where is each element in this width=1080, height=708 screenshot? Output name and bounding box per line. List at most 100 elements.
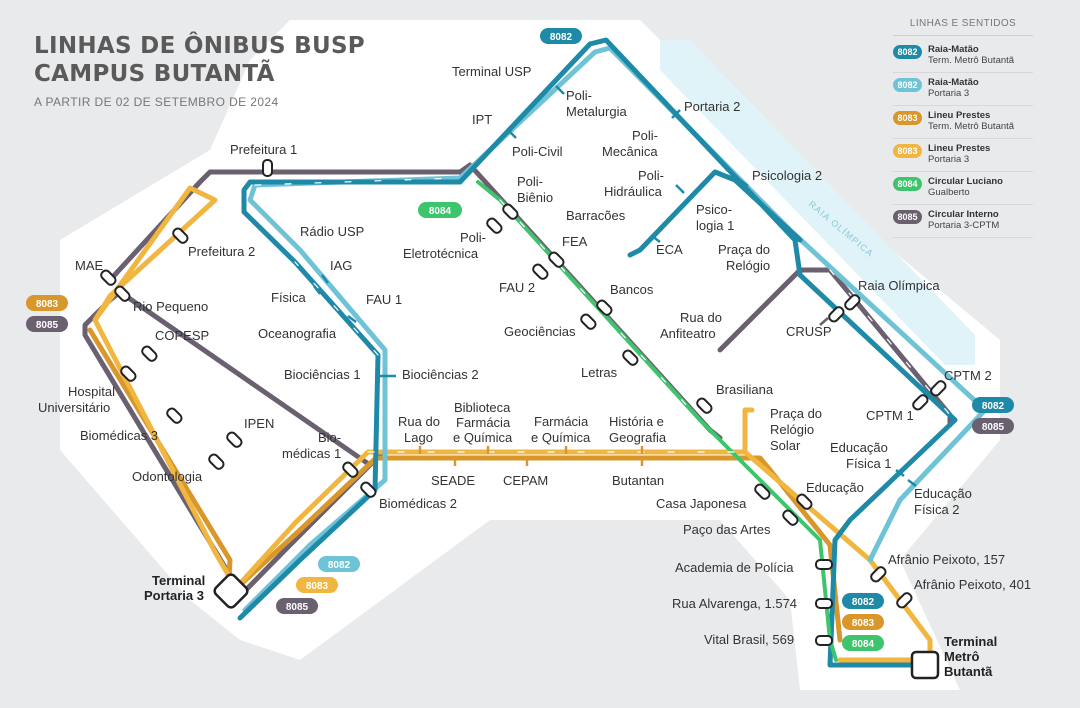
- stop-marker[interactable]: [100, 269, 118, 287]
- stop-marker[interactable]: [844, 294, 862, 312]
- legend-badge: 8083: [893, 111, 922, 125]
- stop-marker[interactable]: [815, 635, 833, 646]
- stop-marker[interactable]: [622, 349, 640, 367]
- stop-marker[interactable]: [896, 592, 914, 610]
- stop-label: Rua do: [680, 310, 722, 325]
- terminal-label: Terminal: [944, 634, 997, 649]
- terminal-label: Portaria 3: [144, 588, 204, 603]
- stop-marker[interactable]: [114, 285, 132, 303]
- stop-marker[interactable]: [815, 598, 833, 609]
- stop-label: Prefeitura 2: [188, 244, 255, 259]
- stop-label: FAU 1: [366, 292, 402, 307]
- legend-line-name: Circular Luciano: [928, 176, 1003, 187]
- stop-marker[interactable]: [120, 365, 138, 383]
- stop-label: Poli-Civil: [512, 144, 563, 159]
- stop-marker[interactable]: [696, 397, 714, 415]
- stop-labels: Terminal USP Poli- Metalurgia IPT Poli-C…: [38, 64, 1031, 647]
- stop-label: ECA: [656, 242, 683, 257]
- stop-marker[interactable]: [208, 453, 226, 471]
- legend-direction: Gualberto: [928, 187, 970, 198]
- stop-label: Barracões: [566, 208, 626, 223]
- stop-label: Terminal USP: [452, 64, 531, 79]
- stop-label: Portaria 2: [684, 99, 740, 114]
- stop-ticks-gray: [719, 317, 829, 351]
- stop-label: Relógio: [770, 422, 814, 437]
- stop-marker[interactable]: [580, 313, 598, 331]
- stop-label: Afrânio Peixoto, 157: [888, 552, 1005, 567]
- legend-direction: Portaria 3-CPTM: [928, 220, 1000, 231]
- stop-marker[interactable]: [226, 431, 244, 449]
- stop-label: Física: [271, 290, 306, 305]
- stop-marker[interactable]: [828, 306, 846, 324]
- tag-text: 8083: [36, 299, 59, 310]
- tag-text: 8082: [852, 597, 875, 608]
- route-direction-marks: [254, 177, 951, 453]
- stop-label: Rio Pequeno: [133, 299, 208, 314]
- stop-label: Anfiteatro: [660, 326, 716, 341]
- stop-label: Biomédicas 2: [379, 496, 457, 511]
- stop-marker[interactable]: [596, 299, 614, 317]
- tag-text: 8083: [306, 581, 329, 592]
- legend-direction: Term. Metrô Butantã: [928, 55, 1015, 66]
- title-line-2: CAMPUS BUTANTÃ: [34, 61, 275, 87]
- stop-marker[interactable]: [532, 263, 550, 281]
- stop-label: Rua do: [398, 414, 440, 429]
- stop-label: MAE: [75, 258, 104, 273]
- stop-label: Paço das Artes: [683, 522, 771, 537]
- stop-marker[interactable]: [796, 493, 814, 511]
- stop-label: Poli-: [517, 174, 543, 189]
- tag-text: 8084: [429, 206, 452, 217]
- terminal-label: Butantã: [944, 664, 993, 679]
- stop-marker[interactable]: [502, 203, 520, 221]
- legend-badge: 8082: [893, 45, 922, 59]
- legend-direction: Portaria 3: [928, 88, 970, 99]
- terminal-portaria-3-marker[interactable]: [213, 573, 250, 610]
- terminal-label: Metrô: [944, 649, 979, 664]
- route-8082-metro-line: [237, 37, 958, 668]
- stop-marker[interactable]: [782, 509, 800, 527]
- stop-marker[interactable]: [172, 227, 190, 245]
- stop-label: Raia Olímpica: [858, 278, 940, 293]
- stop-marker[interactable]: [486, 217, 504, 235]
- terminal-metro-butanta-marker[interactable]: [910, 650, 940, 680]
- stop-marker[interactable]: [141, 345, 159, 363]
- stop-label: Psicologia 2: [752, 168, 822, 183]
- stop-label: logia 1: [696, 218, 734, 233]
- map-subtitle: A PARTIR DE 02 DE SETEMBRO DE 2024: [34, 95, 279, 109]
- stop-marker[interactable]: [754, 483, 772, 501]
- stop-marker[interactable]: [262, 159, 273, 177]
- stop-label: Brasiliana: [716, 382, 774, 397]
- stop-marker[interactable]: [360, 481, 378, 499]
- stop-label: FEA: [562, 234, 588, 249]
- stop-label: Educação: [830, 440, 888, 455]
- legend-line-name: Raia-Matão: [928, 77, 979, 88]
- stop-label: Lago: [404, 430, 433, 445]
- stop-marker[interactable]: [815, 559, 833, 570]
- stop-label: Bio-: [318, 430, 341, 445]
- stop-marker[interactable]: [548, 251, 566, 269]
- stop-label: Eletrotécnica: [403, 246, 479, 261]
- stop-label: Metalurgia: [566, 104, 627, 119]
- stop-label: Prefeitura 1: [230, 142, 297, 157]
- stop-label: Educação: [806, 480, 864, 495]
- legend-direction: Portaria 3: [928, 154, 970, 165]
- tag-text: 8085: [982, 422, 1005, 433]
- stop-label: médicas 1: [282, 446, 341, 461]
- tag-text: 8082: [328, 560, 351, 571]
- map-title: LINHAS DE ÔNIBUS BUSP CAMPUS BUTANTÃ: [34, 32, 365, 88]
- stop-marker[interactable]: [342, 461, 360, 479]
- stop-marker[interactable]: [870, 566, 888, 584]
- stop-marker[interactable]: [912, 394, 930, 412]
- stop-label: Física 1: [846, 456, 892, 471]
- stop-label: CRUSP: [786, 324, 832, 339]
- legend-line-name: Lineu Prestes: [928, 143, 991, 154]
- stop-label: Farmácia: [456, 415, 511, 430]
- stop-marker[interactable]: [166, 407, 184, 425]
- stop-marker[interactable]: [930, 380, 948, 398]
- tag-text: 8085: [286, 602, 309, 613]
